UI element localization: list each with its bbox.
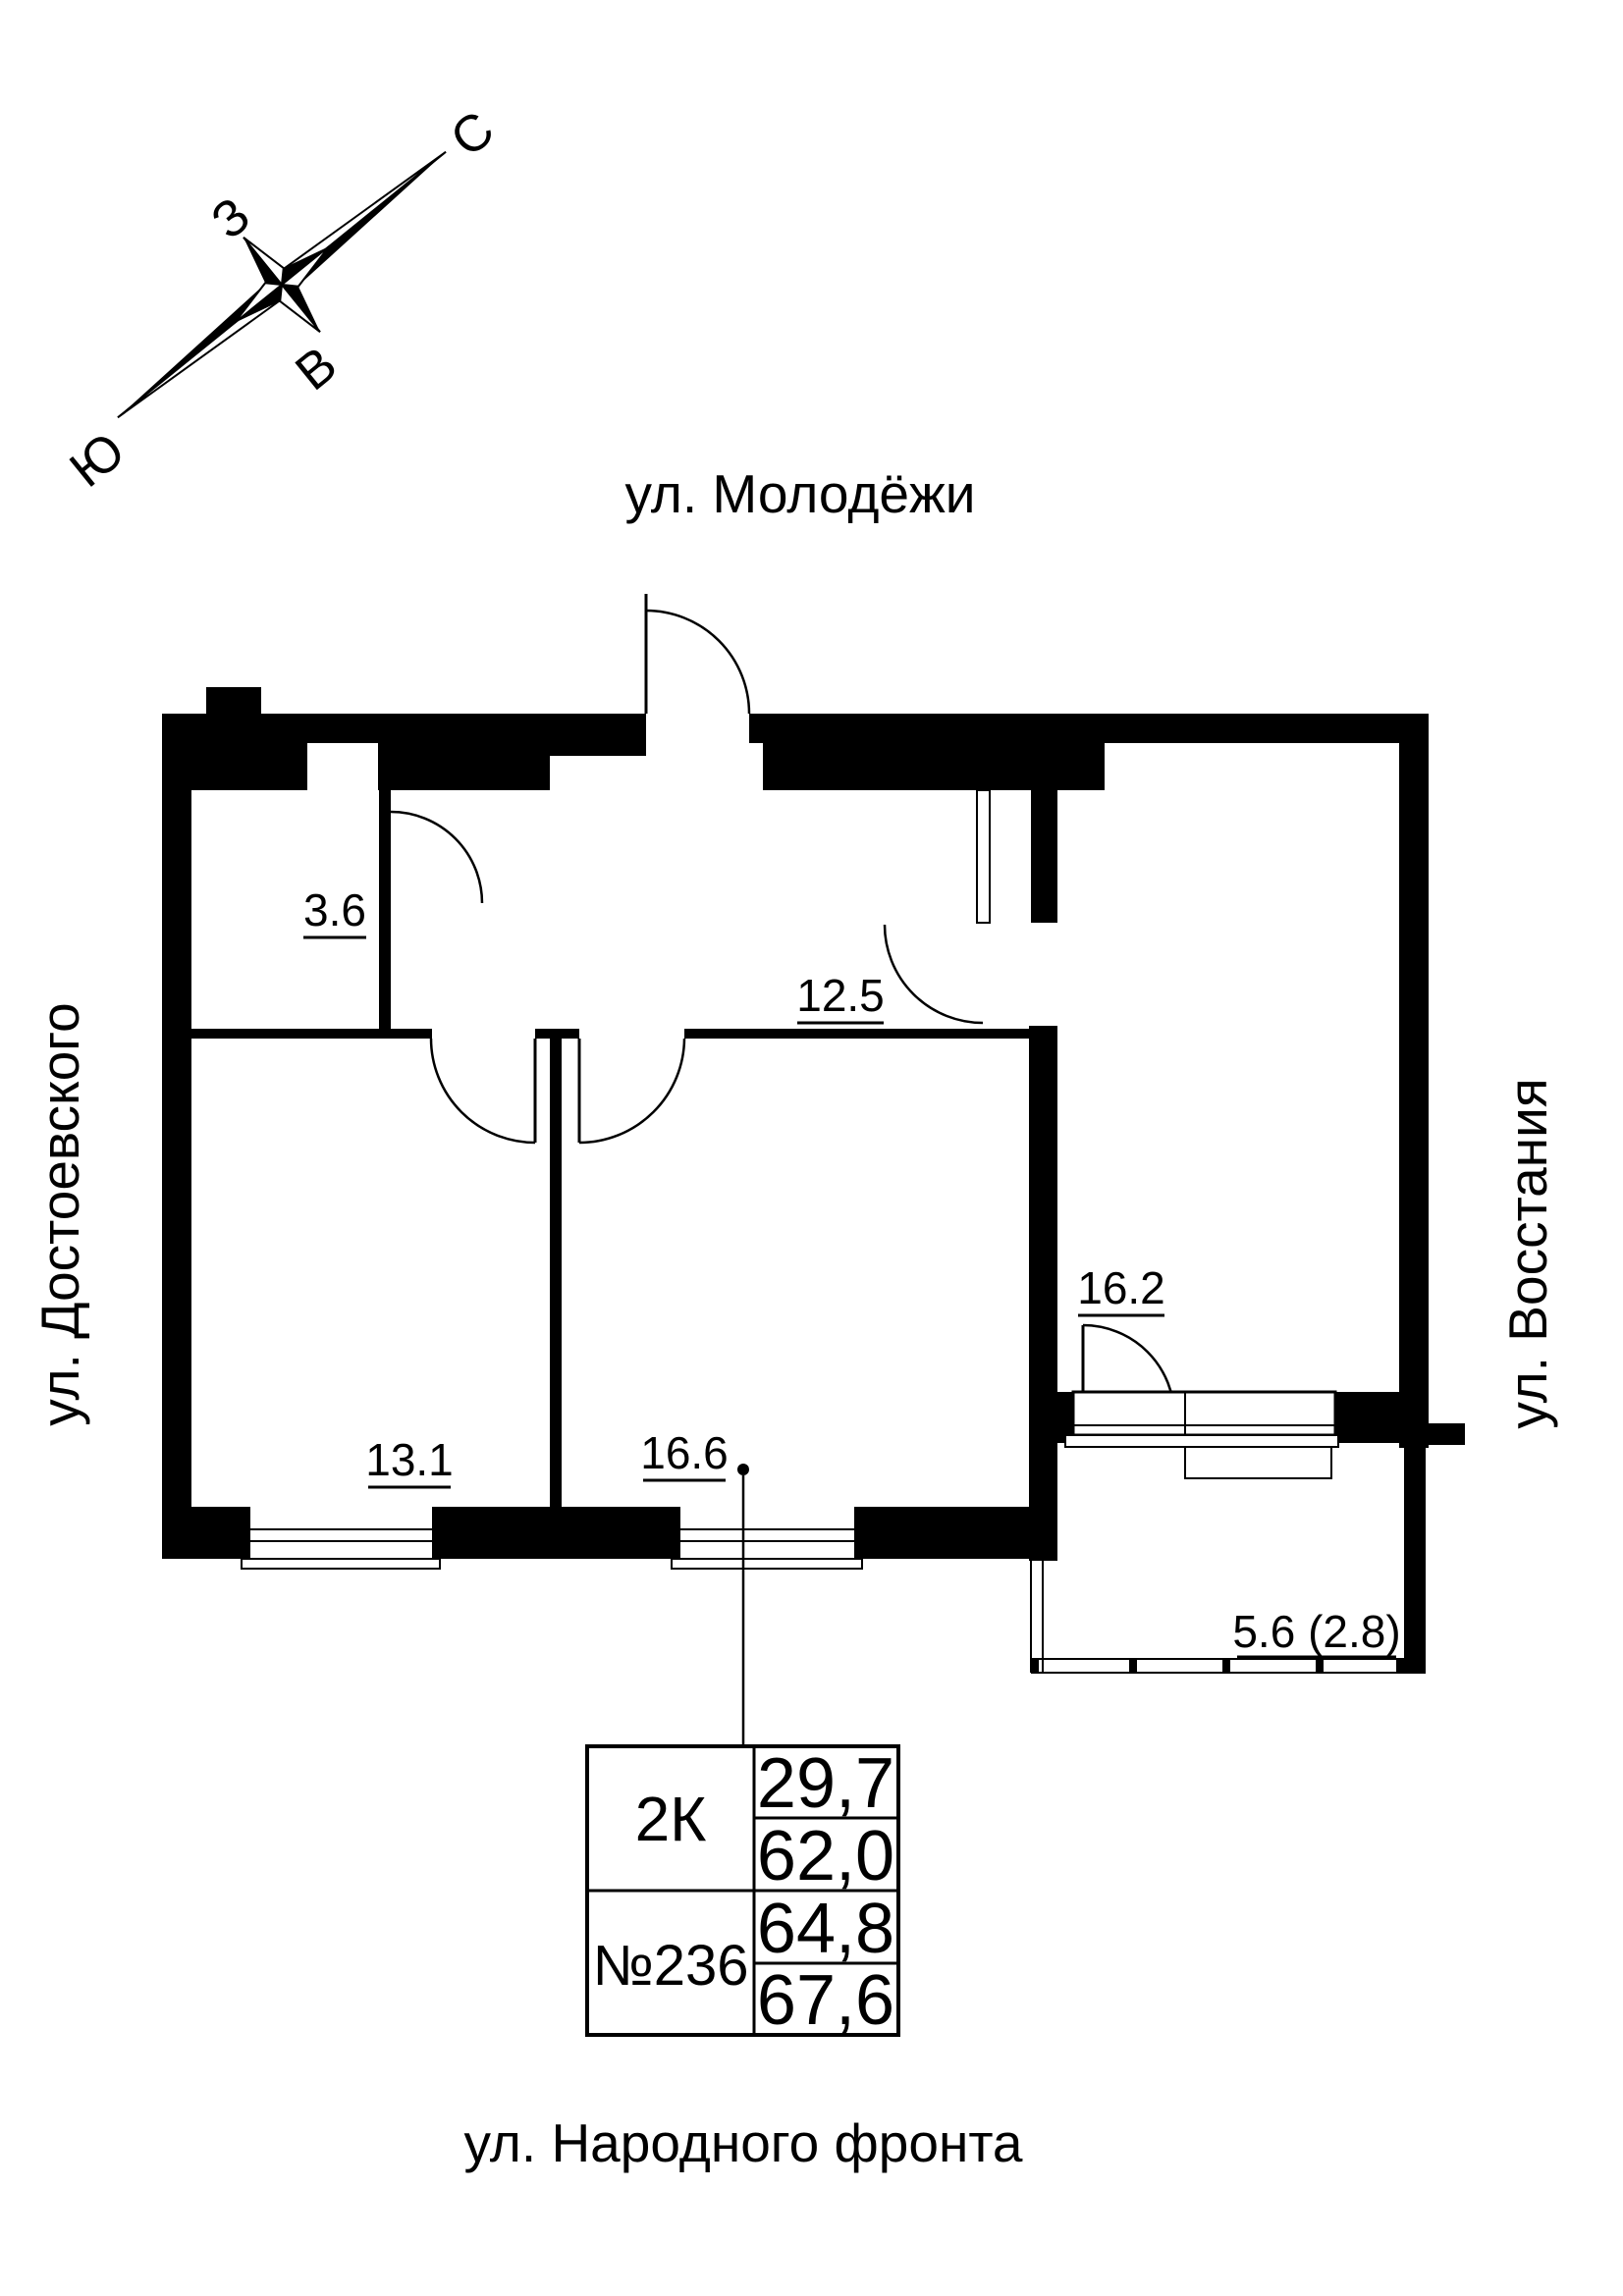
wall-bottom-c [854, 1507, 1029, 1559]
wall-hall-right-pier [1031, 790, 1057, 923]
wall-door-stub [535, 1029, 579, 1039]
wall-window-flank-left [1057, 1392, 1073, 1443]
window-16-2-outer-step [1184, 1446, 1332, 1479]
wall-bottom-a [162, 1507, 250, 1559]
room-labels: 3.6 12.5 13.1 16.6 16.2 5.6 (2.8) [303, 884, 1401, 1659]
compass-star-s-white [279, 282, 321, 333]
compass-south-label: Ю [60, 422, 135, 499]
wall-hall-top-block [763, 743, 1105, 790]
walls [162, 687, 1465, 1674]
wall-top-bump [206, 687, 261, 714]
living-area-value: 29,7 [757, 1744, 894, 1823]
window-13-1-sill [241, 1558, 441, 1570]
street-left-label: ул. Достоевского [29, 1002, 90, 1425]
compass-west-label: З [201, 187, 261, 250]
balcony-glazing-tick-3 [1316, 1659, 1324, 1673]
room-hallway-area-label: 12.5 [796, 970, 885, 1021]
wall-outer-right [1399, 714, 1429, 1448]
wall-outer-left [162, 714, 191, 1559]
wall-top-thickening-left [162, 743, 307, 790]
balcony-glazing-tick-left [1031, 1659, 1039, 1673]
apartment-type-value: 2К [635, 1784, 707, 1854]
compass-needle-sw-black [117, 275, 282, 418]
area-row-2-value: 62,0 [757, 1817, 894, 1896]
wall-top-thickening-mid [378, 743, 550, 790]
wall-window-flank-right [1335, 1392, 1399, 1443]
compass-star-e-white [279, 245, 330, 288]
wall-bottom-b [432, 1507, 680, 1559]
room-16-6-area-label: 16.6 [640, 1427, 729, 1478]
windows [241, 1390, 1339, 1570]
street-right-label: ул. Восстания [1497, 1078, 1558, 1428]
room-16-2-area-label: 16.2 [1077, 1262, 1165, 1313]
room-16-6-door-arc [578, 1038, 686, 1145]
doors [390, 594, 1176, 1417]
street-labels: ул. Молодёжи ул. Достоевского ул. Восста… [29, 463, 1558, 2173]
balcony-area-label: 5.6 (2.8) [1232, 1606, 1400, 1657]
room-16-2-door-arc [883, 924, 984, 1025]
room-13-1-area-label: 13.1 [365, 1434, 454, 1485]
compass-north-label: С [440, 100, 505, 168]
info-table: 2К №236 29,7 62,0 64,8 67,6 [585, 1744, 900, 2040]
window-16-6-sill [671, 1558, 863, 1570]
wall-right-sill-nub [1426, 1423, 1465, 1445]
window-16-2-sill [1064, 1434, 1339, 1448]
street-top-label: ул. Молодёжи [624, 463, 975, 524]
compass-star-w-white [234, 282, 285, 324]
total-area-value: 67,6 [757, 1961, 894, 2040]
entrance-door-arc [645, 609, 751, 715]
compass-star-n-white [243, 237, 285, 288]
room-storage-area-label: 3.6 [303, 884, 366, 935]
wall-outer-right-balcony [1404, 1448, 1426, 1674]
compass-east-label: В [286, 336, 348, 401]
room-16-2-door-leaf [976, 789, 991, 924]
wall-top-lip [550, 743, 646, 756]
pointer-dot [737, 1464, 749, 1475]
room-13-1-door-arc [429, 1038, 536, 1145]
wall-hall-bottom [684, 1029, 1031, 1039]
compass-needle-ne-black [282, 151, 447, 294]
area-row-3-value: 64,8 [757, 1890, 894, 1968]
compass-rose: С З В Ю [60, 100, 506, 498]
apartment-number-value: №236 [593, 1934, 749, 1998]
balcony-glazing-tick-1 [1129, 1659, 1137, 1673]
balcony-glazing [1030, 1561, 1404, 1674]
wall-storage-bottom [191, 1029, 432, 1039]
wall-outer-top-right [749, 714, 1429, 743]
window-16-2-frame [1071, 1390, 1337, 1437]
storage-door-arc [390, 810, 484, 904]
wall-outer-top-left [162, 714, 646, 743]
balcony-glazing-tick-2 [1222, 1659, 1230, 1673]
compass-needle [117, 150, 447, 419]
balcony-glazing-tick-right [1396, 1659, 1404, 1673]
pointer [737, 1464, 749, 1746]
street-bottom-label: ул. Народного фронта [464, 2112, 1023, 2173]
wall-storage-right [379, 790, 391, 1029]
wall-166-162-divider [1029, 1026, 1057, 1561]
wall-room-divider [550, 1039, 562, 1507]
